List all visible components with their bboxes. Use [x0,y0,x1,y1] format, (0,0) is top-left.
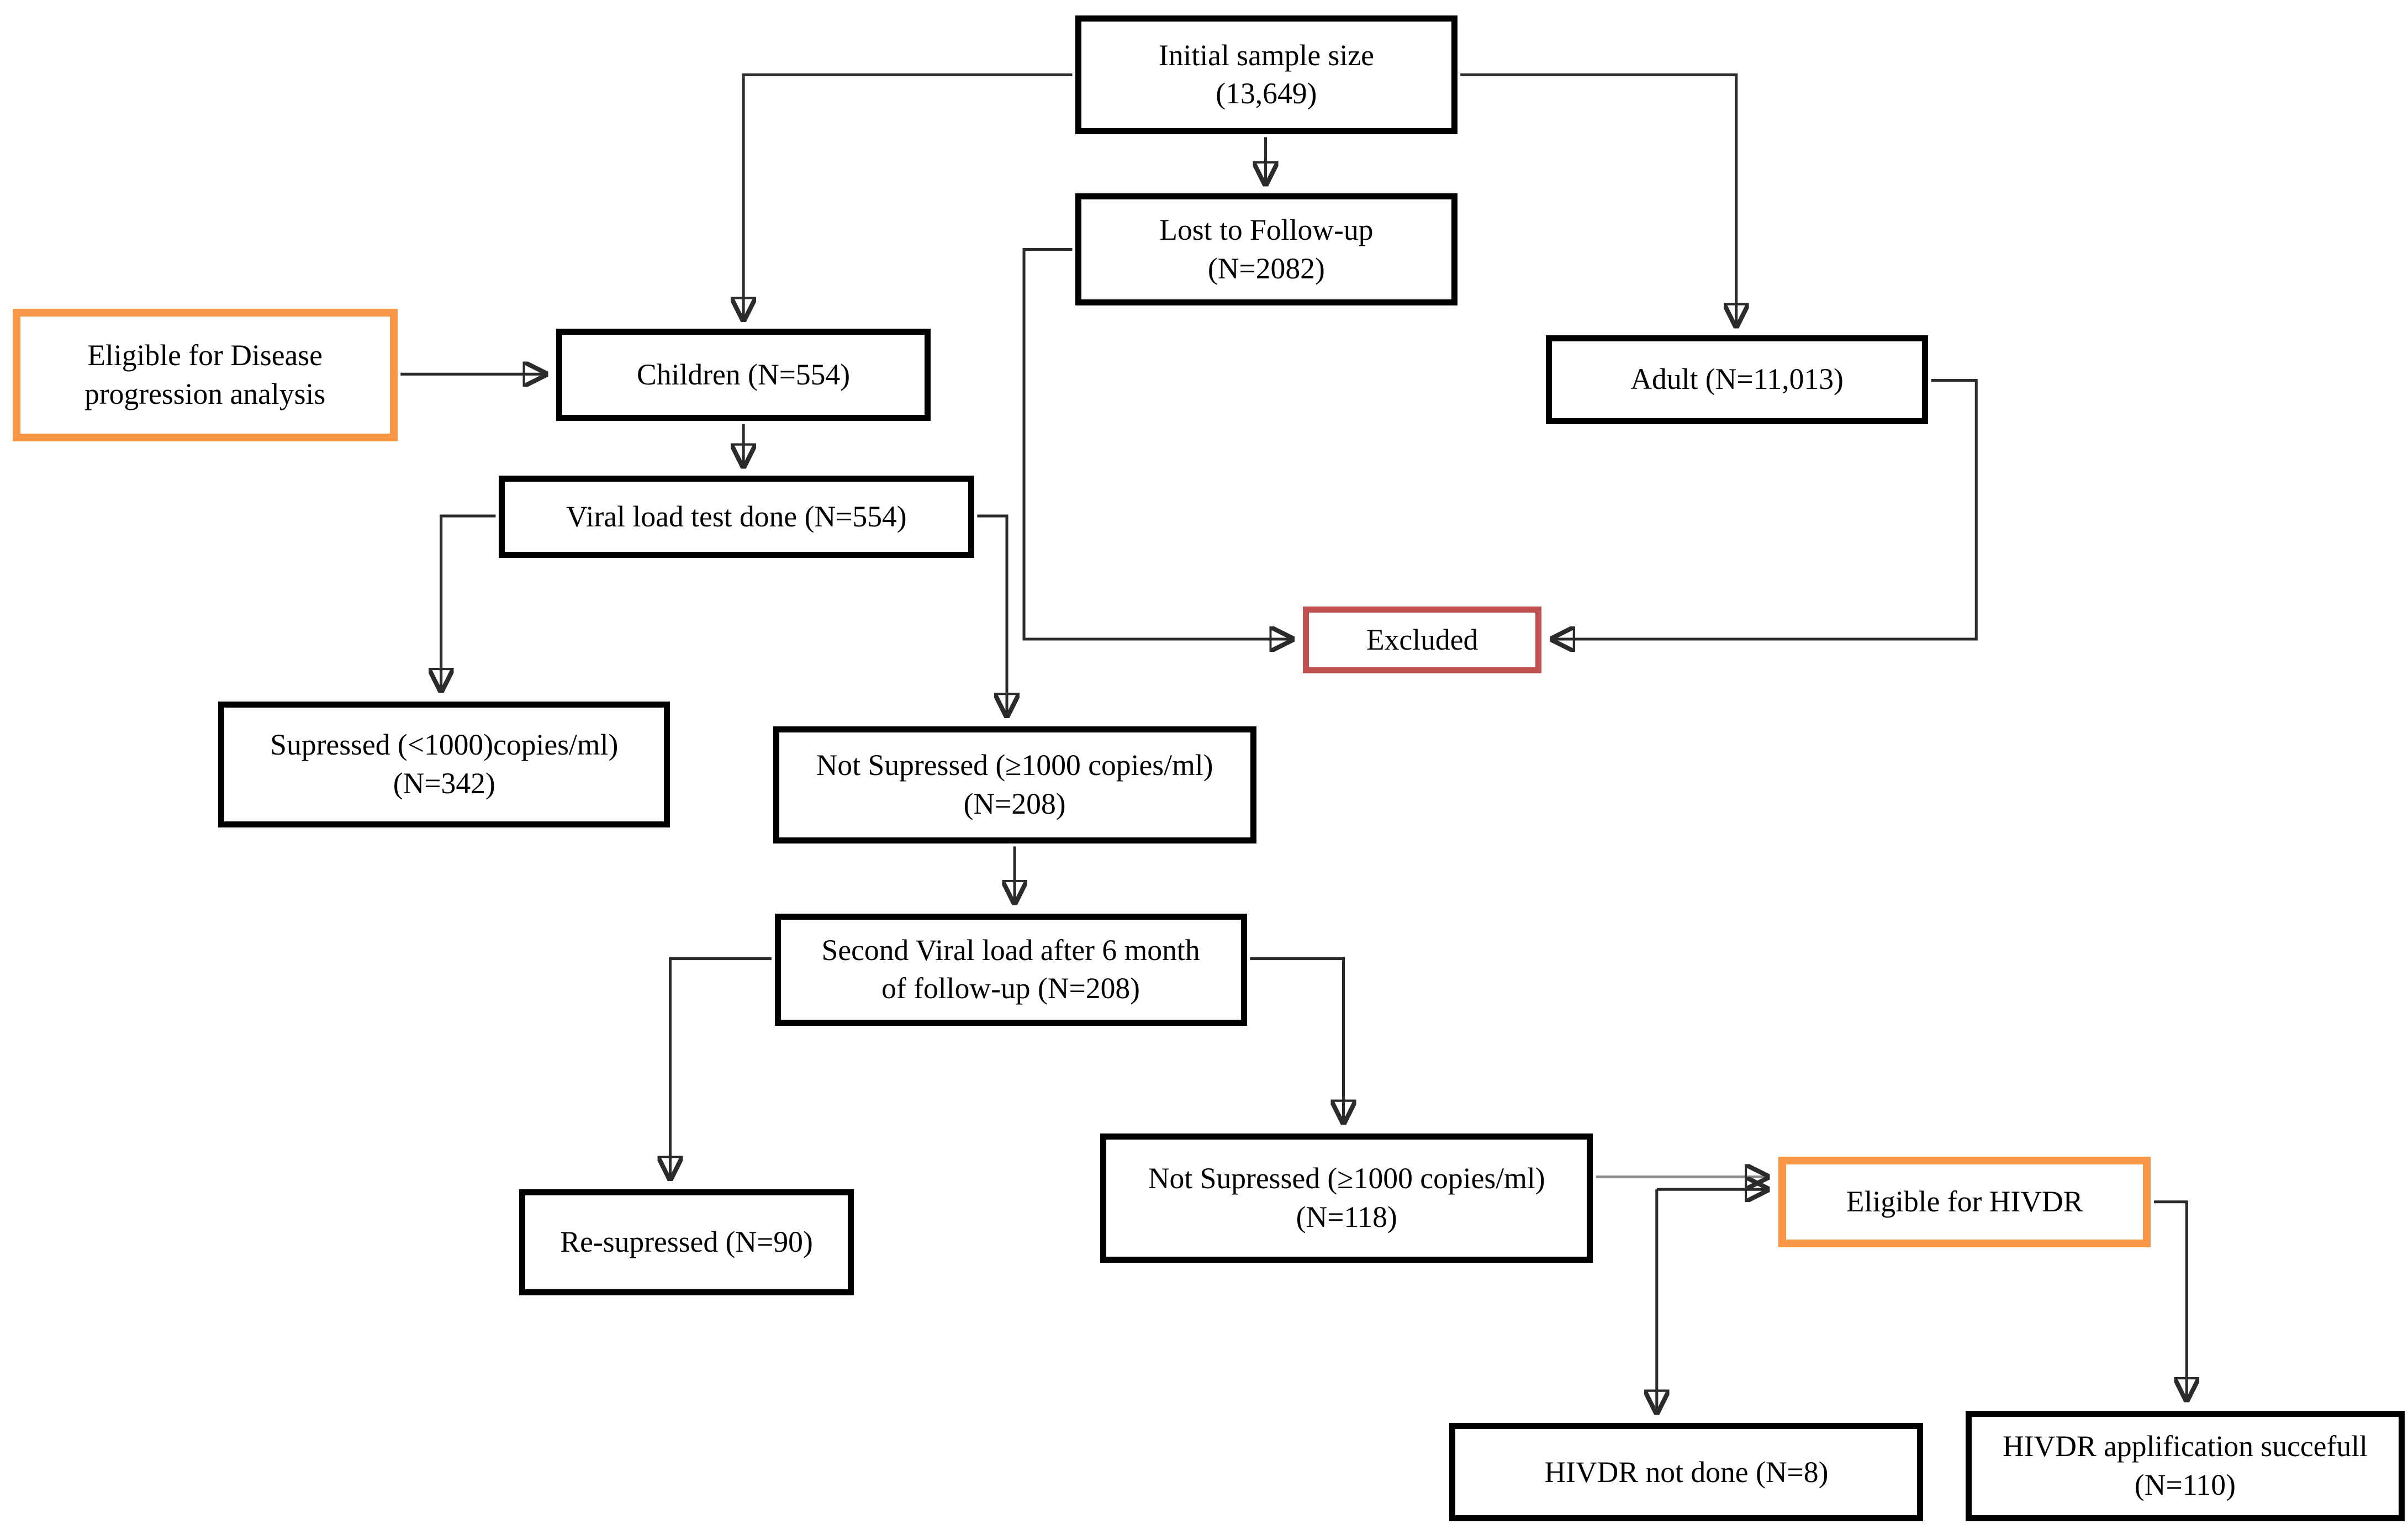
arrow-viral-load-to-not-supressed-208 [977,514,1007,715]
node-lost-to-follow-up: Lost to Follow-up (N=2082) [1075,193,1458,306]
node-count: (N=342) [393,767,495,800]
node-label: Lost to Follow-up [1159,213,1374,246]
arrow-viral-load-to-supressed [441,514,496,690]
node-viral-load-test-done: Viral load test done (N=554) [499,475,974,558]
node-second-viral-load: Second Viral load after 6 month of follo… [774,913,1247,1026]
node-re-supressed: Re-supressed (N=90) [519,1189,854,1296]
node-hivdr-application-successful: HIVDR applification succefull (N=110) [1965,1410,2405,1522]
node-label: Not Supressed (≥1000 copies/ml) [1148,1162,1545,1195]
node-label: progression analysis [84,377,326,410]
node-initial-sample-size: Initial sample size (13,649) [1075,15,1458,134]
arrow-initial-to-children [743,73,1073,319]
arrow-second-viral-to-re-supressed [670,957,772,1179]
node-label: Supressed (<1000)copies/ml) [270,728,619,762]
node-label: Second Viral load after 6 month [821,933,1200,967]
node-eligible-hivdr: Eligible for HIVDR [1778,1156,2151,1247]
node-label: Eligible for HIVDR [1846,1184,2083,1218]
node-label: HIVDR applification succefull [2002,1430,2368,1463]
node-count: (13,649) [1216,77,1317,110]
node-adult: Adult (N=11,013) [1546,335,1928,424]
node-eligible-disease-progression: Eligible for Disease progression analysi… [12,308,398,441]
node-count: (N=208) [963,787,1066,820]
node-label: HIVDR not done (N=8) [1544,1455,1829,1489]
node-not-supressed-118: Not Supressed (≥1000 copies/ml) (N=118) [1100,1133,1593,1263]
node-label: Children (N=554) [637,357,851,391]
node-label: Not Supressed (≥1000 copies/ml) [816,748,1213,782]
node-count: (N=110) [2134,1468,2236,1502]
node-label: Excluded [1366,623,1478,656]
node-label: Viral load test done (N=554) [566,499,907,533]
node-label: Eligible for Disease [87,338,323,372]
node-children: Children (N=554) [556,329,931,421]
node-not-supressed-208: Not Supressed (≥1000 copies/ml) (N=208) [773,726,1256,843]
node-label: of follow-up (N=208) [881,972,1140,1005]
node-excluded: Excluded [1303,606,1541,674]
node-hivdr-not-done: HIVDR not done (N=8) [1449,1423,1924,1522]
node-supressed: Supressed (<1000)copies/ml) (N=342) [218,701,670,828]
arrow-eligible-hivdr-to-success [2153,1200,2187,1400]
arrow-initial-to-adult [1460,73,1736,325]
node-label: Adult (N=11,013) [1630,362,1844,396]
node-label: Re-supressed (N=90) [560,1225,813,1259]
arrow-lost-to-excluded [1022,247,1292,639]
arrow-second-viral-to-not-supressed-118 [1250,957,1343,1122]
node-count: (N=2082) [1207,251,1325,285]
node-label: Initial sample size [1158,38,1374,72]
node-count: (N=118) [1296,1200,1397,1233]
